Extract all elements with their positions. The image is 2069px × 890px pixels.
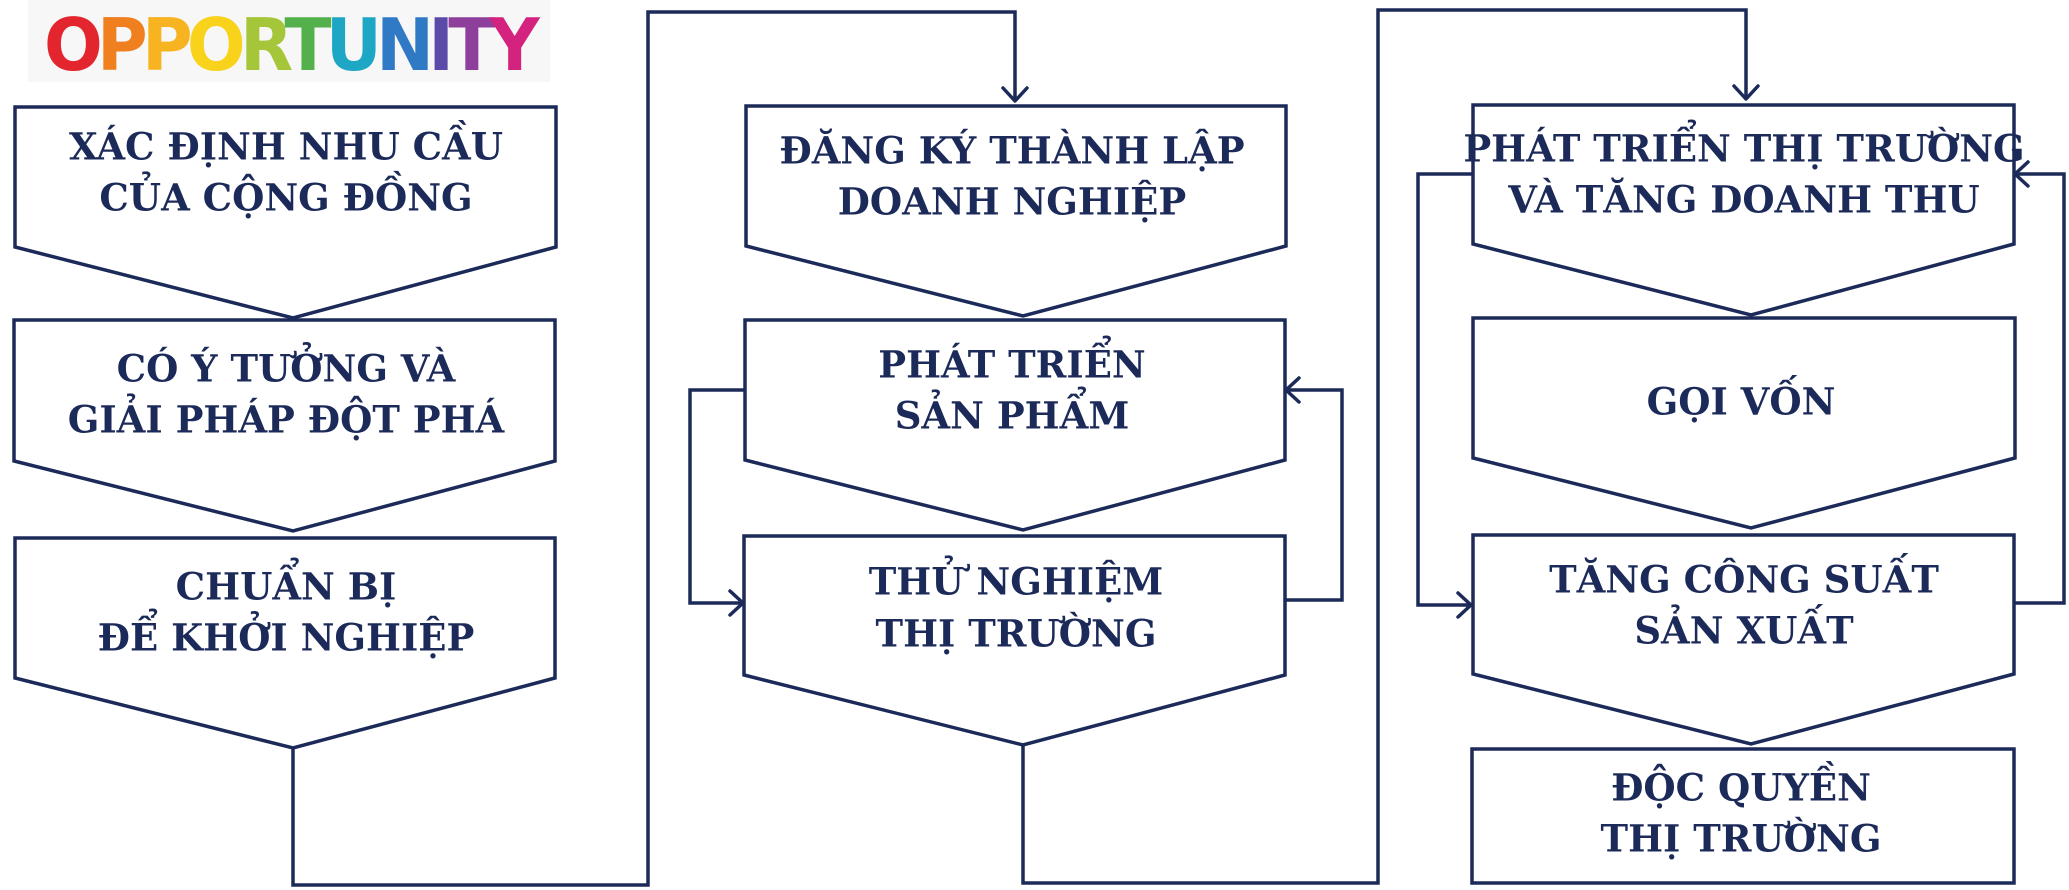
loop-product-to-test xyxy=(688,388,745,605)
step-label-line-2: GIẢI PHÁP ĐỘT PHÁ xyxy=(68,394,506,442)
step-shape xyxy=(1471,316,2017,530)
step-box-xac-dinh-nhu-cau: XÁC ĐỊNH NHU CẦU CỦA CỘNG ĐỒNG xyxy=(13,105,558,320)
step-shape xyxy=(1471,103,2016,317)
logo-letter: U xyxy=(326,3,376,87)
step-shape xyxy=(13,536,557,750)
step-label-line-1: THỬ NGHIỆM xyxy=(869,556,1163,604)
step-box-goi-von: GỌI VỐN xyxy=(1471,316,2017,530)
step-shape xyxy=(1470,747,2016,885)
step-label-line-1: XÁC ĐỊNH NHU CẦU xyxy=(69,120,503,169)
step-label-line-1: GỌI VỐN xyxy=(1647,375,1836,424)
step-shape xyxy=(744,104,1288,318)
step-box-phat-trien-thi-truong: PHÁT TRIỂN THỊ TRƯỜNG VÀ TĂNG DOANH THU xyxy=(1463,103,2025,317)
step-shape xyxy=(1471,533,2016,746)
connector-col2-to-col3 xyxy=(1021,8,1748,885)
step-label-line-2: VÀ TĂNG DOANH THU xyxy=(1507,178,1979,222)
logo-letter: T xyxy=(284,3,331,87)
step-label-line-1: PHÁT TRIỂN THỊ TRƯỜNG xyxy=(1463,120,2024,171)
step-shape xyxy=(12,318,557,533)
step-label-line-1: CÓ Ý TƯỞNG VÀ xyxy=(117,343,457,391)
loop-market-to-capacity xyxy=(1416,172,1473,607)
step-label-line-1: ĐỘC QUYỀN xyxy=(1611,761,1871,810)
step-box-co-y-tuong: CÓ Ý TƯỞNG VÀ GIẢI PHÁP ĐỘT PHÁ xyxy=(12,318,557,533)
step-label-line-1: PHÁT TRIỂN xyxy=(878,336,1146,387)
step-label-line-1: ĐĂNG KÝ THÀNH LẬP xyxy=(779,129,1244,173)
step-label-line-1: CHUẨN BỊ xyxy=(176,558,397,609)
step-label-line-2: SẢN PHẨM xyxy=(895,387,1130,438)
step-label-line-2: CỦA CỘNG ĐỒNG xyxy=(99,171,472,220)
logo-letter: I xyxy=(428,3,448,87)
logo-letter: P xyxy=(97,3,145,87)
logo-letter: O xyxy=(187,3,243,87)
logo-letter: P xyxy=(142,3,190,87)
logo-text: OPPORTUNITY xyxy=(44,3,541,87)
arrowhead-capacity-left xyxy=(1456,591,1473,619)
logo-background xyxy=(28,0,550,82)
logo-letter: N xyxy=(376,3,428,87)
step-box-dang-ky: ĐĂNG KÝ THÀNH LẬP DOANH NGHIỆP xyxy=(744,104,1288,318)
step-label-line-2: DOANH NGHIỆP xyxy=(838,180,1186,224)
step-label-line-1: TĂNG CÔNG SUẤT xyxy=(1549,553,1939,602)
step-label-line-2: THỊ TRƯỜNG xyxy=(876,612,1157,656)
connector-col1-to-col2 xyxy=(291,10,1017,887)
logo-letter: T xyxy=(448,3,495,87)
step-shape xyxy=(743,318,1287,532)
step-box-tang-cong-suat: TĂNG CÔNG SUẤT SẢN XUẤT xyxy=(1471,533,2016,746)
step-shape xyxy=(742,534,1287,747)
step-box-doc-quyen: ĐỘC QUYỀN THỊ TRƯỜNG xyxy=(1470,747,2016,885)
step-box-thu-nghiem: THỬ NGHIỆM THỊ TRƯỜNG xyxy=(742,534,1287,747)
logo-letter: O xyxy=(44,3,100,87)
opportunity-logo: OPPORTUNITY xyxy=(28,0,550,87)
logo-letter: Y xyxy=(489,3,541,87)
step-box-chuan-bi: CHUẨN BỊ ĐỂ KHỞI NGHIỆP xyxy=(13,536,557,750)
arrowhead-col3-top xyxy=(1732,84,1760,101)
loop-test-to-product xyxy=(1285,388,1344,602)
step-label-line-2: THỊ TRƯỜNG xyxy=(1601,817,1882,861)
step-shape xyxy=(13,105,558,320)
step-label-line-2: ĐỂ KHỞI NGHIỆP xyxy=(98,609,475,660)
step-box-phat-trien-san-pham: PHÁT TRIỂN SẢN PHẨM xyxy=(743,318,1287,532)
arrowhead-col2-top xyxy=(1001,86,1029,103)
connectors xyxy=(291,8,2066,887)
loop-capacity-to-market xyxy=(2014,172,2066,605)
step-label-line-2: SẢN XUẤT xyxy=(1634,604,1854,653)
